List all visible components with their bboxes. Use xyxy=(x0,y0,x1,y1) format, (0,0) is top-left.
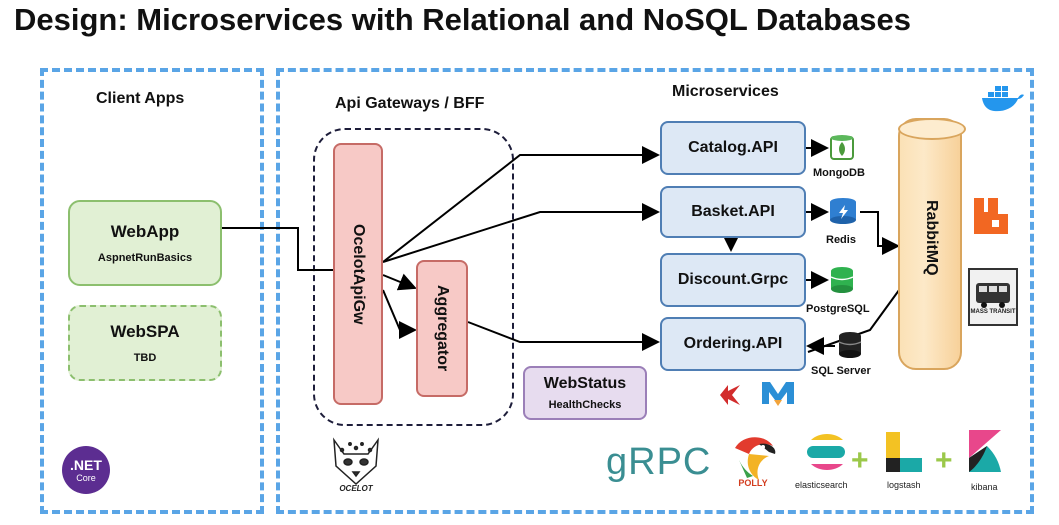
dotnet-core-logo: .NET Core xyxy=(62,446,110,494)
docker-icon xyxy=(982,86,1024,112)
postgresql-icon xyxy=(830,267,854,293)
bus-icon xyxy=(976,283,1010,308)
dotnet-logo-core: Core xyxy=(76,473,96,483)
aggregator-label: Aggregator xyxy=(434,285,451,372)
ocelot-logo-text: OCELOT xyxy=(339,484,373,492)
webspa-label: WebSPA xyxy=(110,322,180,341)
ocelot-gateway-node: OcelotApiGw xyxy=(333,143,383,405)
gateway-label: Api Gateways / BFF xyxy=(335,95,485,112)
webspa-node: WebSPA TBD xyxy=(68,305,222,381)
mongodb-label: MongoDB xyxy=(813,167,865,179)
ordering-api-label: Ordering.API xyxy=(683,335,783,352)
kibana-label: kibana xyxy=(971,482,998,492)
basket-api-label: Basket.API xyxy=(691,203,775,220)
ordering-api-node: Ordering.API xyxy=(660,317,806,371)
polly-logo-text: POLLY xyxy=(738,478,767,488)
webstatus-sublabel: HealthChecks xyxy=(548,399,622,411)
catalog-api-node: Catalog.API xyxy=(660,121,806,175)
gateway-group xyxy=(313,128,514,426)
logstash-label: logstash xyxy=(887,480,921,490)
rabbitmq-node: RabbitMQ xyxy=(898,118,966,370)
ocelot-logo: OCELOT xyxy=(333,437,379,492)
webapp-label: WebApp xyxy=(110,222,180,241)
postgresql-label: PostgreSQL xyxy=(806,303,870,315)
webapp-sublabel: AspnetRunBasics xyxy=(97,252,193,264)
grpc-logo: gRPC xyxy=(606,441,712,483)
polly-logo: POLLY xyxy=(735,437,776,488)
client-apps-region xyxy=(40,68,264,514)
webstatus-label: WebStatus xyxy=(543,375,627,392)
sqlserver-icon xyxy=(838,332,862,358)
elasticsearch-icon xyxy=(807,434,845,470)
sqlserver-label: SQL Server xyxy=(811,365,871,377)
elasticsearch-label: elasticsearch xyxy=(795,480,848,490)
masstransit-text: MASS TRANSIT xyxy=(970,309,1016,315)
mediatr-icon xyxy=(762,382,794,406)
aggregator-node: Aggregator xyxy=(416,260,468,397)
webstatus-node: WebStatus HealthChecks xyxy=(523,366,647,420)
discount-grpc-node: Discount.Grpc xyxy=(660,253,806,307)
microservices-label: Microservices xyxy=(672,83,779,100)
mongodb-icon xyxy=(830,135,854,160)
redis-icon xyxy=(830,198,856,224)
redis-label: Redis xyxy=(826,234,856,246)
client-apps-label: Client Apps xyxy=(96,90,185,107)
kibana-icon xyxy=(969,430,1001,472)
catalog-api-label: Catalog.API xyxy=(688,139,778,156)
plus-icon: + xyxy=(851,444,869,477)
masstransit-logo: MASS TRANSIT xyxy=(968,268,1018,326)
dotnet-logo-text: .NET xyxy=(70,457,102,473)
logstash-icon xyxy=(886,432,922,472)
basket-api-node: Basket.API xyxy=(660,186,806,238)
rabbitmq-label: RabbitMQ xyxy=(923,200,940,276)
rabbitmq-logo xyxy=(974,198,1008,234)
discount-grpc-label: Discount.Grpc xyxy=(677,271,789,288)
webapp-node: WebApp AspnetRunBasics xyxy=(68,200,222,286)
rabbitmq-top-ellipse xyxy=(898,118,966,140)
plus-icon-2: + xyxy=(935,444,953,477)
diagram-title: Design: Microservices with Relational an… xyxy=(14,2,911,37)
dapper-icon xyxy=(716,381,744,409)
backend-region xyxy=(276,68,1034,514)
ocelot-gateway-label: OcelotApiGw xyxy=(350,223,367,325)
webspa-sublabel: TBD xyxy=(133,352,157,364)
